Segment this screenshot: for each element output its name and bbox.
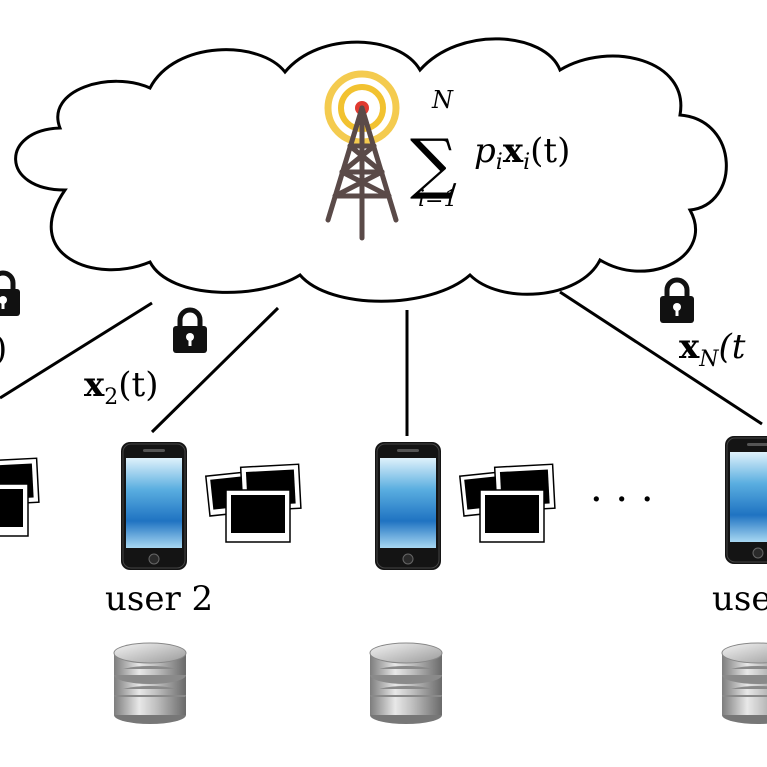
sum-term: pixi(t)	[474, 131, 570, 175]
aggregation-formula: N ∑ i=1 pixi(t)	[410, 86, 570, 212]
padlock-icon	[660, 280, 694, 323]
padlock-icon	[0, 273, 20, 316]
database-icon	[113, 642, 187, 725]
radio-tower-icon	[324, 70, 400, 241]
user-2-label: user 2	[105, 579, 213, 619]
link-user-N	[559, 290, 763, 426]
photo-stack-icon	[0, 457, 40, 537]
user-N-label: use	[712, 579, 767, 619]
sum-symbol: ∑	[410, 125, 457, 202]
link-label-1: )	[0, 329, 7, 369]
link-user-1	[0, 301, 153, 400]
sum-upper: N	[431, 86, 454, 114]
sum-lower: i=1	[418, 187, 457, 212]
padlock-icon	[173, 310, 207, 353]
ellipsis: · · ·	[590, 477, 654, 523]
link-label-2: x2(t)	[84, 365, 158, 410]
smartphone-icon	[724, 435, 767, 565]
photo-stack-icon	[205, 463, 302, 543]
smartphone-icon	[120, 441, 188, 571]
links	[0, 290, 763, 436]
database-icon	[721, 642, 767, 725]
link-label-N: xN(t	[679, 327, 746, 372]
link-user-2	[150, 306, 280, 434]
database-icon	[369, 642, 443, 725]
photo-stack-icon	[459, 463, 556, 543]
smartphone-icon	[374, 441, 442, 571]
